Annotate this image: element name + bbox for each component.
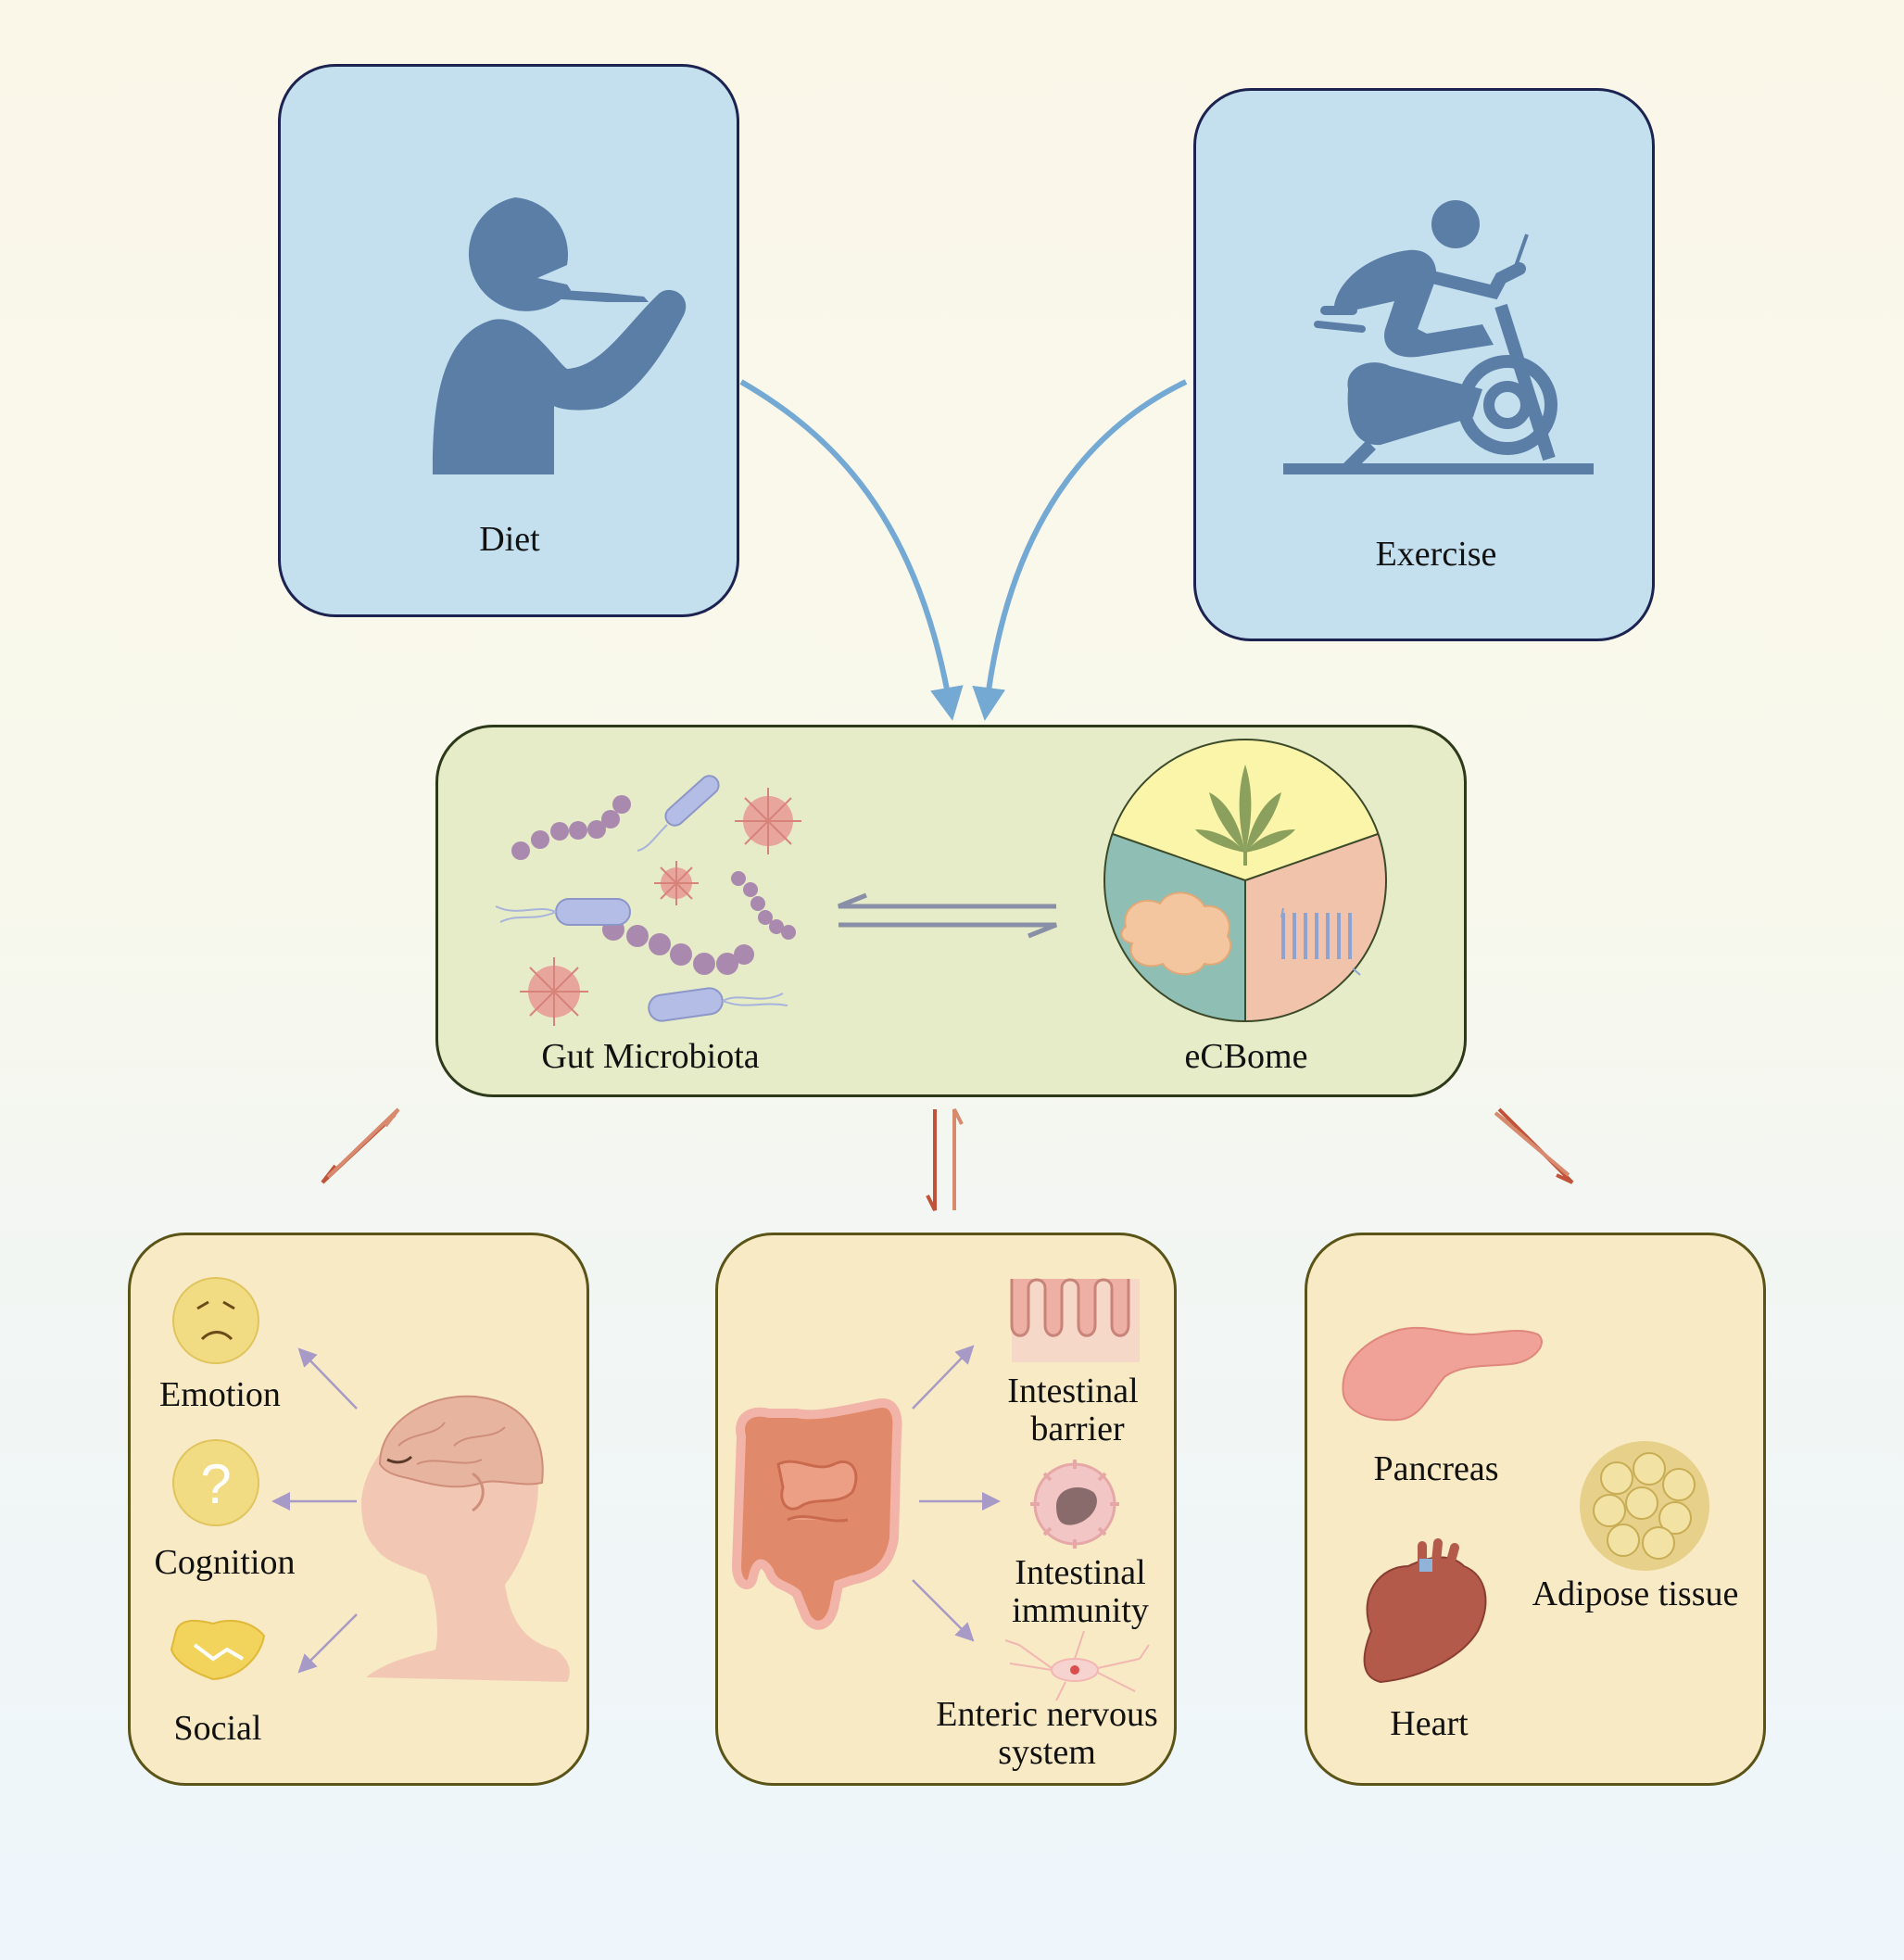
receptor-icon xyxy=(1280,907,1361,976)
brain-panel-arrows xyxy=(271,1347,358,1674)
diet-arrow xyxy=(739,379,964,721)
brain-head-icon xyxy=(361,1395,570,1682)
equilibrium-arrows xyxy=(838,892,1057,939)
cognition-label: Cognition xyxy=(154,1543,296,1582)
question-icon: ? xyxy=(172,1439,259,1526)
ecbome-label: eCBome xyxy=(1184,1037,1308,1076)
immune-cell-icon xyxy=(1030,1460,1119,1549)
bacteria-cluster-icon xyxy=(495,775,801,1026)
social-label: Social xyxy=(173,1709,262,1748)
emotion-label: Emotion xyxy=(159,1375,281,1414)
ens-label-line1: Enteric nervous xyxy=(936,1695,1158,1734)
brain-tissue-icon xyxy=(1120,891,1232,976)
barrier-label-line2: barrier xyxy=(1030,1410,1125,1448)
microbiota-label: Gut Microbiota xyxy=(541,1037,760,1076)
immunity-label-line1: Intestinal xyxy=(1015,1553,1146,1592)
svg-text:?: ? xyxy=(200,1453,231,1515)
bidirectional-arrows xyxy=(321,1107,1574,1211)
villi-icon xyxy=(1010,1278,1140,1362)
diet-label: Diet xyxy=(479,520,540,559)
pancreas-label: Pancreas xyxy=(1373,1449,1499,1488)
adipose-label: Adipose tissue xyxy=(1532,1574,1739,1613)
exercise-arrow xyxy=(972,379,1188,721)
adipose-icon xyxy=(1580,1441,1709,1571)
barrier-label-line1: Intestinal xyxy=(1007,1372,1139,1410)
pancreas-icon xyxy=(1342,1326,1543,1422)
immunity-label-line2: immunity xyxy=(1012,1591,1149,1630)
exercise-bike-icon xyxy=(1283,200,1594,474)
heart-icon xyxy=(1363,1538,1487,1684)
intestine-icon xyxy=(731,1398,902,1630)
cannabis-leaf-icon xyxy=(1195,765,1295,866)
heart-label: Heart xyxy=(1390,1704,1469,1743)
person-eating-icon xyxy=(432,197,687,474)
handshake-icon xyxy=(170,1619,266,1681)
ens-label-line2: system xyxy=(998,1733,1096,1772)
exercise-label: Exercise xyxy=(1375,535,1497,574)
neuron-icon xyxy=(1004,1630,1150,1701)
ecbome-pie-icon xyxy=(1103,739,1387,1022)
exercise-box xyxy=(1193,88,1655,641)
gut-panel-arrows xyxy=(912,1345,1001,1642)
sad-face-icon xyxy=(172,1277,259,1364)
